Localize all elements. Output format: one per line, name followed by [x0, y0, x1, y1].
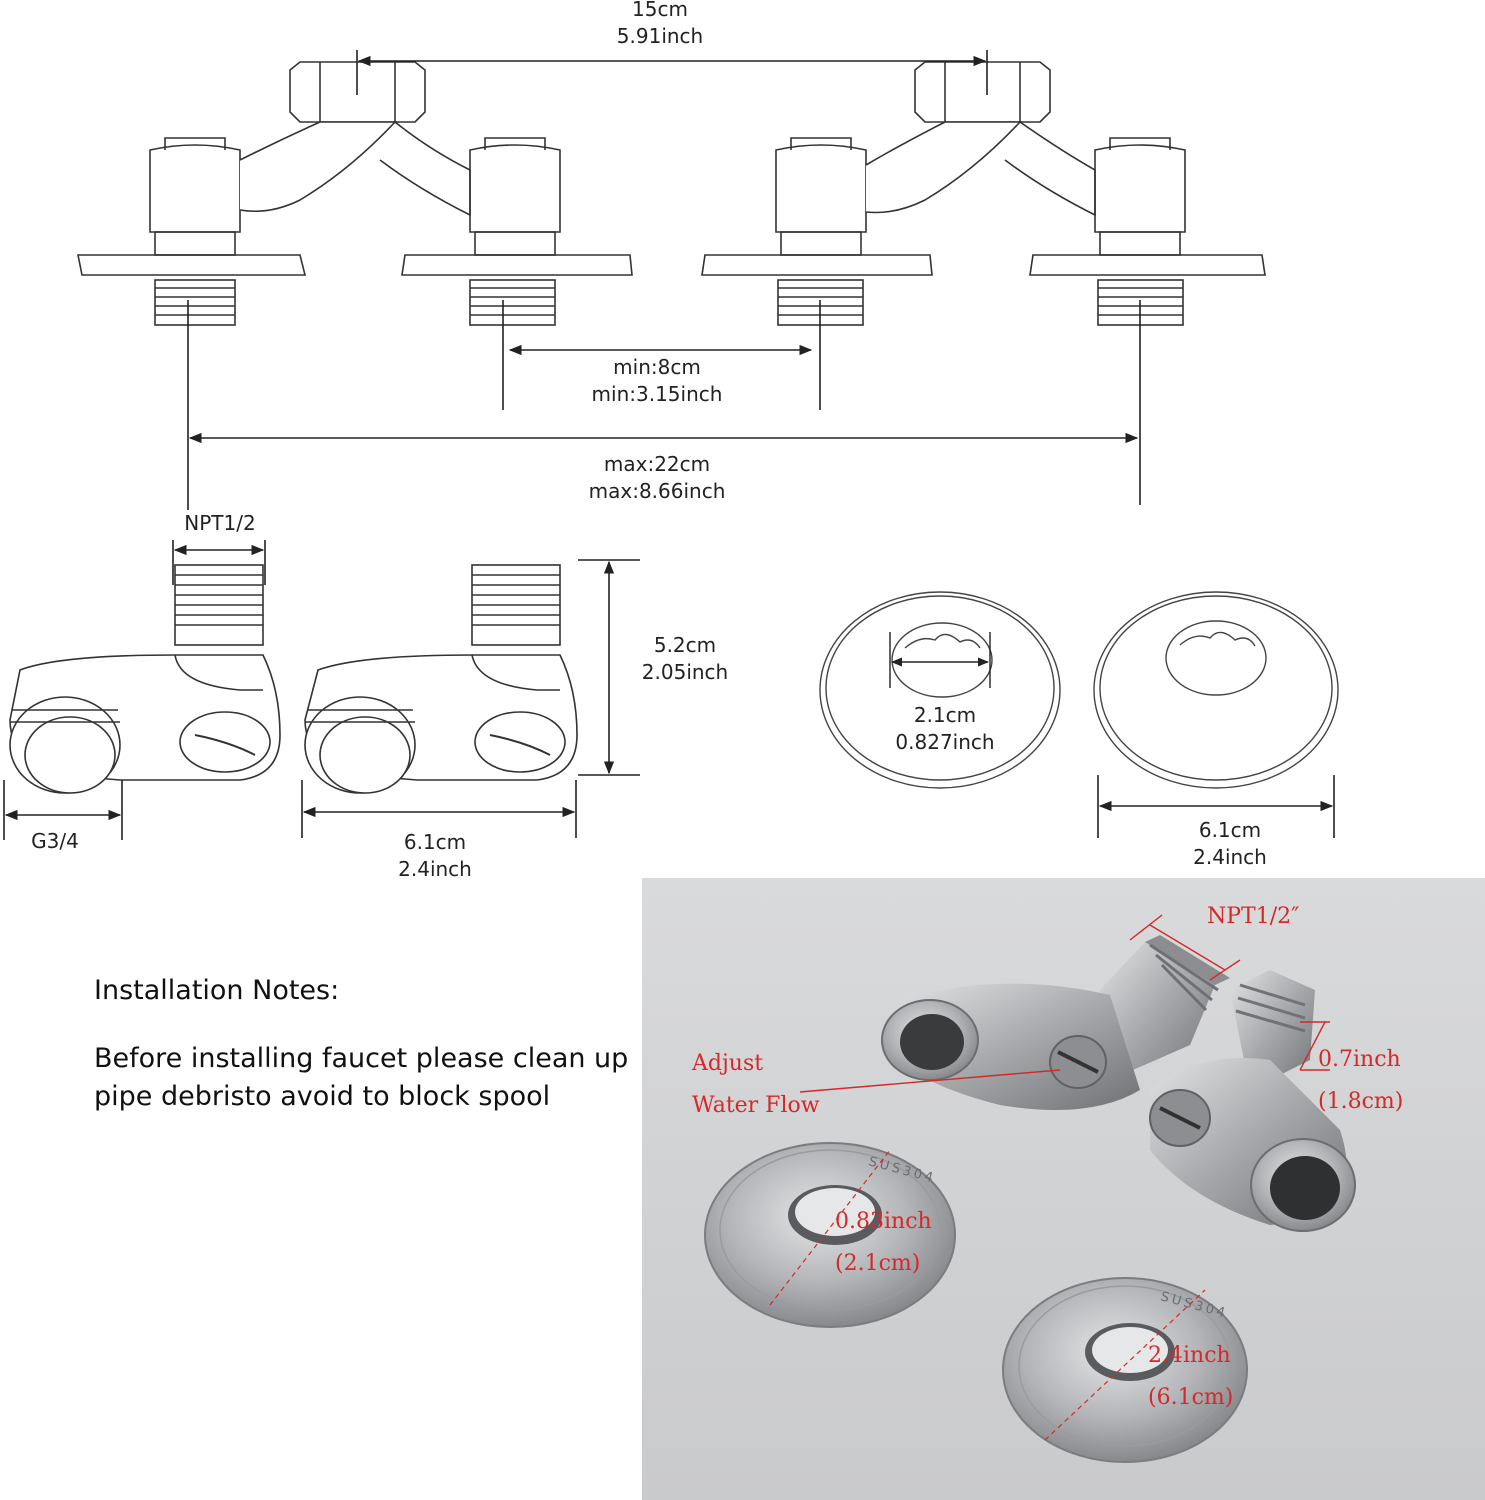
min-spacing-cm: min:8cm — [613, 355, 701, 379]
flange-hole-inch: 0.827inch — [895, 730, 995, 754]
installation-notes-title: Installation Notes: — [94, 975, 340, 1006]
flange-diameter-cm: 6.1cm — [1198, 818, 1262, 842]
height-inch: 2.05inch — [641, 660, 729, 684]
max-spacing-inch: max:8.66inch — [588, 479, 726, 503]
assembly-dimension-lines — [187, 50, 1141, 510]
length-label: 6.1cm 2.4inch — [370, 829, 500, 883]
installation-notes-line1: Before installing faucet please clean up — [94, 1043, 629, 1074]
flange-drawings — [819, 591, 1339, 789]
photo-dia-inch-label: 2.4inch — [1148, 1343, 1231, 1368]
right-connector-assembly — [701, 61, 1266, 326]
nut-spacing-inch: 5.91inch — [616, 24, 704, 48]
connector-detail-drawing — [9, 564, 578, 794]
length-cm: 6.1cm — [403, 830, 467, 854]
photo-hole-cm-label: (2.1cm) — [835, 1251, 921, 1276]
length-inch: 2.4inch — [398, 857, 472, 881]
flange-diameter-label: 6.1cm 2.4inch — [1165, 817, 1295, 871]
installation-notes-line2: pipe debristo avoid to block spool — [94, 1081, 551, 1112]
photo-dia-cm-label: (6.1cm) — [1148, 1385, 1234, 1410]
photo-water-flow-label: Water Flow — [692, 1093, 820, 1118]
min-spacing-label: min:8cm min:3.15inch — [557, 354, 757, 408]
flange-left-drawing — [819, 591, 1061, 789]
connector-dimension-lines — [3, 540, 640, 840]
flange-dimension-lines — [1097, 775, 1335, 838]
photo-offset-inch-label: 0.7inch — [1318, 1047, 1401, 1072]
photo-thread-label: NPT1/2″ — [1207, 904, 1300, 929]
flange-diameter-inch: 2.4inch — [1193, 845, 1267, 869]
left-connector-assembly — [77, 61, 633, 326]
installation-notes: Installation Notes: Before installing fa… — [94, 972, 628, 1116]
nut-spacing-cm: 15cm — [632, 0, 688, 21]
photo-annotation-lines — [799, 914, 1330, 1093]
height-label: 5.2cm 2.05inch — [620, 632, 750, 686]
connector-left-detail — [9, 564, 281, 794]
flange-hole-label: 2.1cm 0.827inch — [875, 702, 1015, 756]
min-spacing-inch: min:3.15inch — [591, 382, 723, 406]
connector-right-detail — [304, 564, 578, 794]
flange-hole-cm: 2.1cm — [913, 703, 977, 727]
product-photo: SUS304 SUS304 — [642, 878, 1485, 1500]
photo-offset-cm-label: (1.8cm) — [1318, 1089, 1404, 1114]
photo-connector-lower — [1149, 970, 1356, 1232]
faucet-assembly-drawing — [77, 61, 1266, 326]
height-cm: 5.2cm — [653, 633, 717, 657]
g34-thread-label: G3/4 — [31, 829, 79, 853]
nut-spacing-label: 15cm 5.91inch — [560, 0, 760, 50]
flange-right-drawing — [1093, 591, 1339, 789]
photo-adjust-label: Adjust — [692, 1051, 764, 1076]
max-spacing-cm: max:22cm — [603, 452, 711, 476]
photo-hole-inch-label: 0.83inch — [835, 1209, 932, 1234]
max-spacing-label: max:22cm max:8.66inch — [557, 451, 757, 505]
npt-thread-label: NPT1/2 — [184, 511, 256, 535]
photo-flange-left: SUS304 — [704, 1142, 956, 1328]
photo-flange-right: SUS304 — [1002, 1277, 1248, 1463]
